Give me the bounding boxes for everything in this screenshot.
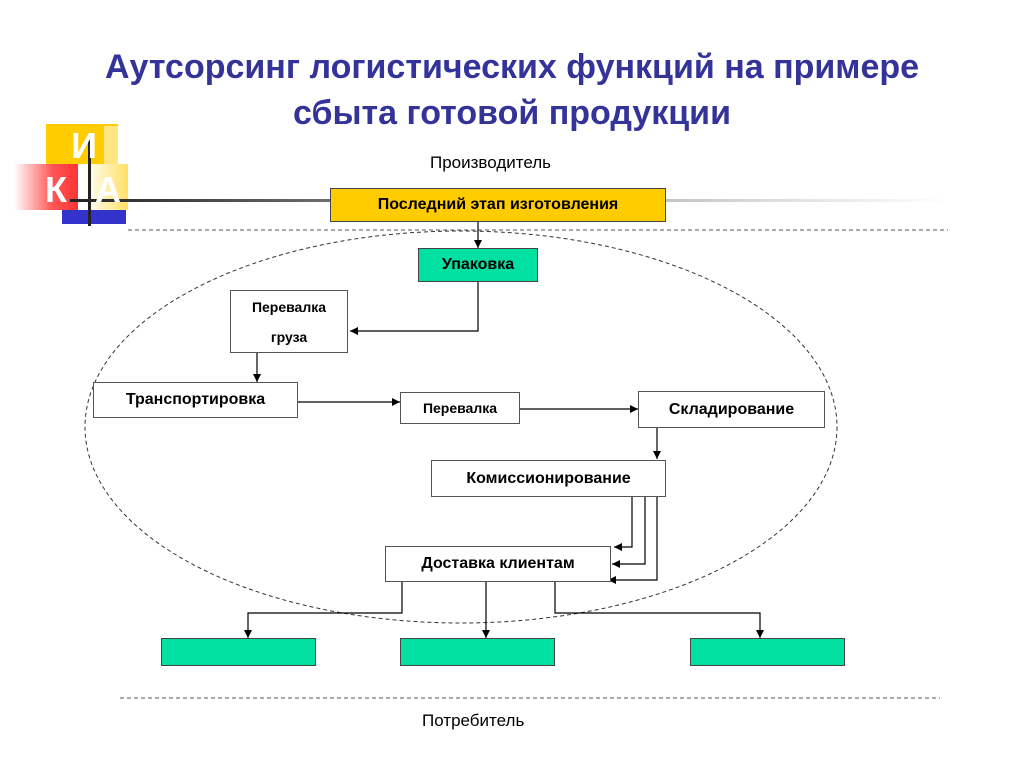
arrow-commissioning-to-delivery-3 xyxy=(608,497,658,584)
title-line-1: Аутсорсинг логистических функций на прим… xyxy=(104,48,920,86)
transportation-box: Транспортировка xyxy=(93,382,298,418)
logo-letter-i: И xyxy=(71,125,97,166)
client-box-3 xyxy=(690,638,845,666)
arrow-delivery-to-client-3 xyxy=(554,582,764,638)
logo-light-square xyxy=(84,164,128,210)
delivery-box: Доставка клиентам xyxy=(385,546,611,582)
slide-title: Аутсорсинг логистических функций на прим… xyxy=(0,44,1024,136)
consumer-label: Потребитель xyxy=(422,711,525,730)
commissioning-box: Комиссионирование xyxy=(431,460,666,497)
logo-blue-square xyxy=(62,210,126,224)
arrow-commissioning-to-delivery-1 xyxy=(614,497,633,551)
packaging-box: Упаковка xyxy=(418,248,538,282)
logo-vertical-line xyxy=(88,140,91,226)
last-stage-box: Последний этап изготовления xyxy=(330,188,666,222)
logo-yellow-highlight xyxy=(104,126,118,170)
arrow-packaging-to-cargo-handling xyxy=(350,282,479,335)
arrow-commissioning-to-delivery-2 xyxy=(612,497,646,568)
logo-red-square xyxy=(14,164,78,210)
client-box-2 xyxy=(400,638,555,666)
title-line-2: сбыта готовой продукции xyxy=(293,94,731,132)
arrow-delivery-to-client-1 xyxy=(244,582,403,638)
logo-letter-a: А xyxy=(95,169,121,210)
client-box-1 xyxy=(161,638,316,666)
warehousing-box: Складирование xyxy=(638,391,825,428)
cargo-handling-line-2: груза xyxy=(270,328,308,345)
logo-letter-k: К xyxy=(45,169,67,210)
cargo-handling-box: Перевалка груза xyxy=(230,290,348,353)
outsourcing-ellipse xyxy=(84,230,838,624)
cargo-handling-line-1: Перевалка xyxy=(251,298,327,315)
producer-label: Производитель xyxy=(430,153,552,172)
transshipment-box: Перевалка xyxy=(400,392,520,424)
